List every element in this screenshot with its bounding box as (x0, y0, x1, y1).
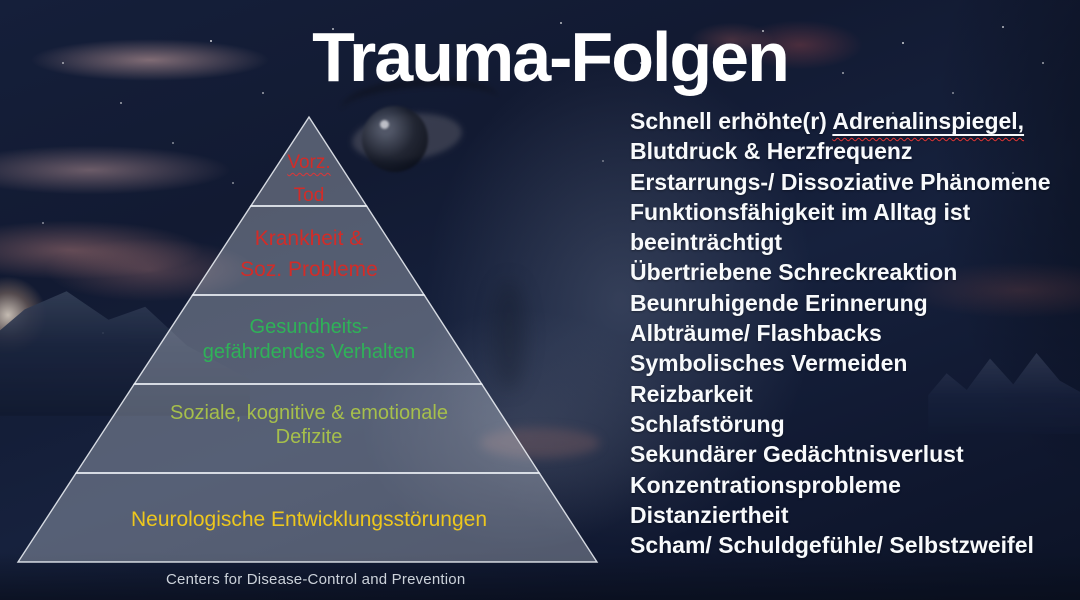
symptom-text: Schnell erhöhte(r) (630, 108, 833, 134)
symptom-text: beeinträchtigt (630, 229, 783, 256)
symptom-line: Schnell erhöhte(r) Adrenalinspiegel, (630, 106, 1076, 136)
symptom-line: Erstarrungs-/ Dissoziative Phänomene (630, 167, 1076, 197)
pyramid-tier-5-label: Neurologische Entwicklungsstörungen (59, 508, 559, 531)
symptom-text: Blutdruck & Herzfrequenz (630, 138, 913, 165)
symptom-text: Konzentrationsprobleme (630, 471, 901, 498)
pyramid-tier-line: Krankheit & (254, 227, 364, 250)
symptom-line: Beunruhigende Erinnerung (630, 288, 1076, 318)
pyramid-tier-line: Gesundheits- (249, 316, 369, 338)
pyramid-tier-line: Soziale, kognitive & emotionale (170, 402, 448, 424)
symptom-text: Erstarrungs-/ Dissoziative Phänomene (630, 168, 1051, 195)
symptom-line: Distanziertheit (630, 500, 1076, 530)
pyramid-tier-line: Neurologische Entwicklungsstörungen (130, 508, 488, 531)
pyramid-tier-1-label: Vorz. Tod (209, 146, 409, 212)
symptom-line: Blutdruck & Herzfrequenz (630, 136, 1076, 166)
pyramid-tier-line: gefährdendes Verhalten (202, 341, 416, 363)
symptom-text: Reizbarkeit (630, 380, 753, 407)
pyramid-tier-2-label: Krankheit & Soz. Probleme (209, 223, 409, 285)
slide-title: Trauma-Folgen (312, 18, 790, 96)
symptom-text: Albträume/ Flashbacks (630, 320, 882, 347)
pyramid-tier-5-shape (16, 472, 599, 563)
symptom-line: Funktionsfähigkeit im Alltag ist (630, 197, 1076, 227)
symptom-text: Sekundärer Gedächtnisverlust (630, 441, 964, 468)
eye-glint-detail (380, 120, 389, 129)
source-caption: Centers for Disease-Control and Preventi… (166, 571, 466, 588)
nose-shadow-detail (492, 280, 526, 390)
sea-shading (0, 552, 1080, 600)
symptom-line: Sekundärer Gedächtnisverlust (630, 439, 1076, 469)
symptom-line: Scham/ Schuldgefühle/ Selbstzweifel (630, 530, 1076, 560)
lips-detail (480, 428, 600, 458)
trauma-symptoms-list: Schnell erhöhte(r) Adrenalinspiegel,Blut… (630, 106, 1076, 560)
spellchecked-word: Adrenalinspiegel, (832, 108, 1025, 134)
symptom-line: Schlafstörung (630, 409, 1076, 439)
symptom-text: Funktionsfähigkeit im Alltag ist (630, 198, 971, 225)
symptom-text: Scham/ Schuldgefühle/ Selbstzweifel (630, 532, 1034, 559)
pyramid-tier-3-label: Gesundheits-gefährdendes Verhalten (159, 315, 459, 365)
symptom-text: Übertriebene Schreckreaktion (630, 259, 958, 286)
pyramid-tier-line: Vorz. (209, 146, 409, 179)
underlined-term: Adrenalinspiegel, (832, 108, 1024, 134)
pyramid-tier-line: Soz. Probleme (240, 258, 378, 281)
symptom-line: Reizbarkeit (630, 379, 1076, 409)
symptom-text: Schlafstörung (630, 410, 785, 437)
symptom-line: Konzentrationsprobleme (630, 470, 1076, 500)
pyramid-tier-line: Defizite (275, 426, 343, 448)
symptom-text: Beunruhigende Erinnerung (630, 289, 928, 316)
pyramid-tier-line: Tod (293, 185, 325, 206)
symptom-line: Symbolisches Vermeiden (630, 348, 1076, 378)
symptom-line: Albträume/ Flashbacks (630, 318, 1076, 348)
iris-detail (362, 106, 428, 172)
symptom-line: beeinträchtigt (630, 227, 1076, 257)
symptom-line: Übertriebene Schreckreaktion (630, 257, 1076, 287)
spellchecked-word: Vorz. (287, 152, 331, 173)
symptom-text: Distanziertheit (630, 501, 789, 528)
symptom-text: Symbolisches Vermeiden (630, 350, 908, 377)
